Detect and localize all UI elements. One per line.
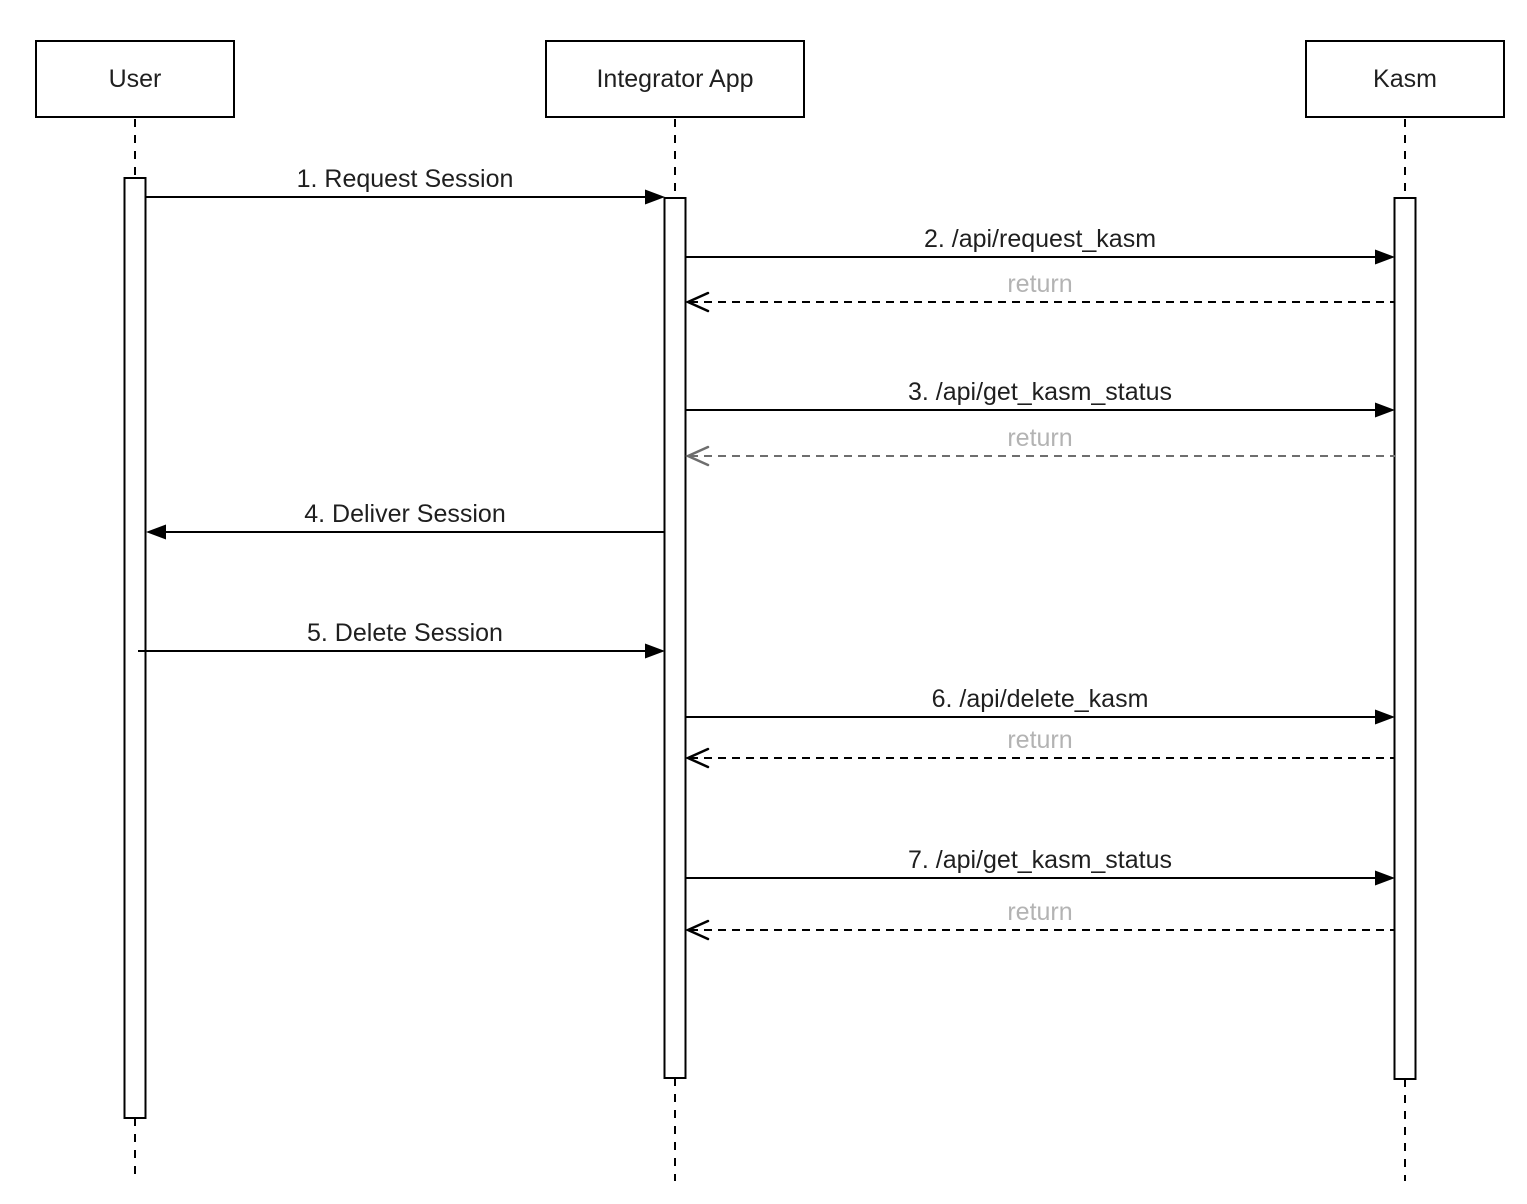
return-label-1: return (1007, 270, 1073, 298)
activation-bar-integrator-app (663, 197, 687, 1079)
activation-bar-user (123, 177, 147, 1119)
message-arrow-api-get-kasm-status-2 (686, 870, 1395, 886)
message-label-api-request-kasm: 2. /api/request_kasm (923, 225, 1157, 253)
message-arrow-delete-session (138, 643, 665, 659)
actor-label-kasm: Kasm (1373, 64, 1437, 93)
return-label-4: return (1007, 898, 1073, 926)
arrowhead-filled-right-icon (1375, 249, 1395, 265)
arrowhead-open-left-icon (684, 747, 710, 769)
return-arrow-2 (684, 445, 1395, 467)
message-arrow-deliver-session (146, 524, 665, 540)
arrowhead-filled-right-icon (1375, 709, 1395, 725)
arrowhead-filled-left-icon (146, 524, 166, 540)
return-arrow-3 (684, 747, 1395, 769)
message-label-request-session: 1. Request Session (296, 165, 514, 193)
return-label-3: return (1007, 726, 1073, 754)
message-label-api-get-kasm-status-1: 3. /api/get_kasm_status (907, 378, 1173, 406)
arrowhead-open-left-icon (684, 291, 710, 313)
arrowhead-filled-right-icon (645, 189, 665, 205)
message-label-delete-session: 5. Delete Session (307, 619, 503, 647)
arrowhead-filled-right-icon (645, 643, 665, 659)
actor-label-user: User (108, 64, 162, 93)
activation-bar-kasm (1393, 197, 1417, 1080)
actor-box-kasm: Kasm (1305, 40, 1505, 118)
message-arrow-api-delete-kasm (686, 709, 1395, 725)
actor-box-integrator-app: Integrator App (545, 40, 805, 118)
return-label-2: return (1007, 424, 1073, 452)
message-label-deliver-session: 4. Deliver Session (304, 500, 506, 528)
message-arrow-api-request-kasm (686, 249, 1395, 265)
message-arrow-api-get-kasm-status-1 (686, 402, 1395, 418)
return-arrow-1 (684, 291, 1395, 313)
actor-box-user: User (35, 40, 235, 118)
message-arrow-request-session (146, 189, 665, 205)
message-label-api-get-kasm-status-2: 7. /api/get_kasm_status (907, 846, 1173, 874)
arrowhead-filled-right-icon (1375, 870, 1395, 886)
arrowhead-open-left-icon (684, 445, 710, 467)
actor-label-integrator-app: Integrator App (596, 64, 754, 93)
arrowhead-filled-right-icon (1375, 402, 1395, 418)
return-arrow-4 (684, 919, 1395, 941)
message-label-api-delete-kasm: 6. /api/delete_kasm (931, 685, 1149, 713)
arrowhead-open-left-icon (684, 919, 710, 941)
